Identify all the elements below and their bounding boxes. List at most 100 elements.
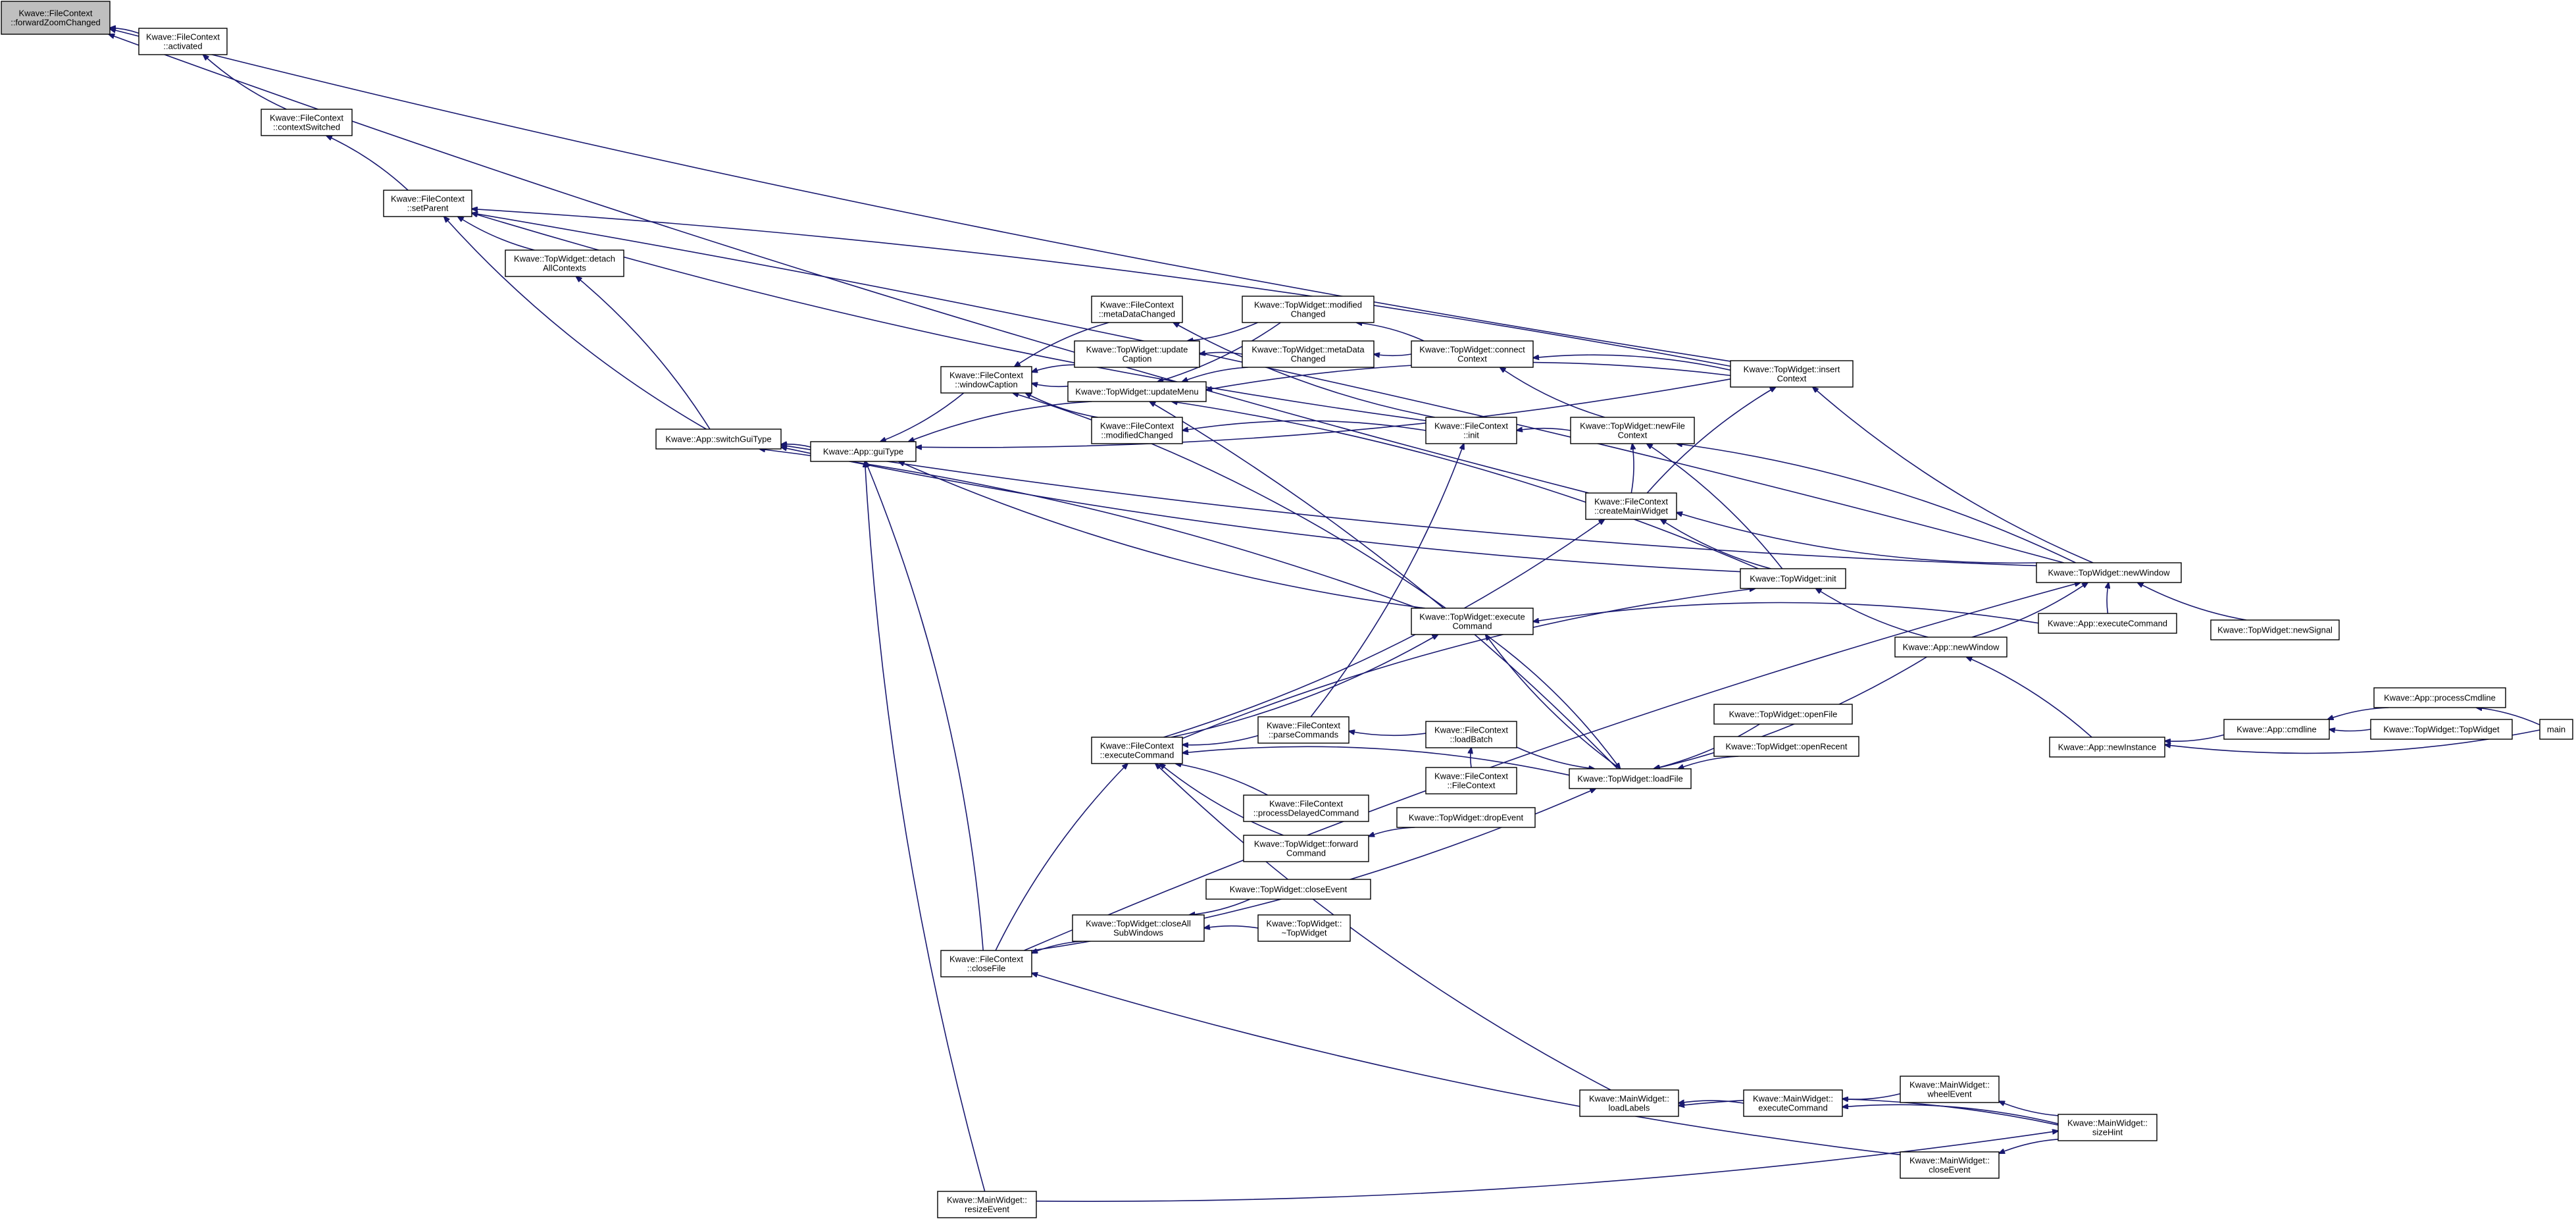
node-labels[interactable]: Kwave::MainWidget::loadLabels: [1579, 1089, 1679, 1117]
node-fexec[interactable]: Kwave::FileContext::executeCommand: [1091, 737, 1183, 764]
node-box-modc[interactable]: [1091, 417, 1183, 444]
node-lbatch[interactable]: Kwave::FileContext::loadBatch: [1425, 721, 1517, 748]
node-newwin[interactable]: Kwave::TopWidget::newWindow: [2036, 562, 2182, 583]
node-tmod[interactable]: Kwave::TopWidget::modifiedChanged: [1242, 296, 1375, 323]
node-box-upmenu[interactable]: [1067, 381, 1207, 402]
node-appnewwin[interactable]: Kwave::App::newWindow: [1894, 636, 2008, 658]
node-openfile[interactable]: Kwave::TopWidget::openFile: [1713, 704, 1853, 725]
node-box-gui[interactable]: [810, 441, 917, 462]
node-box-switch[interactable]: [655, 429, 782, 450]
node-drop[interactable]: Kwave::TopWidget::dropEvent: [1396, 807, 1536, 828]
node-box-loadfile[interactable]: [1569, 768, 1692, 789]
node-texec[interactable]: Kwave::TopWidget::executeCommand: [1411, 608, 1534, 635]
node-tclose[interactable]: Kwave::TopWidget::closeEvent: [1205, 879, 1371, 900]
node-box-newfc[interactable]: [1570, 417, 1695, 444]
node-cmw[interactable]: Kwave::FileContext::createMainWidget: [1585, 492, 1677, 520]
node-box-upcap[interactable]: [1074, 340, 1200, 368]
node-size[interactable]: Kwave::MainWidget::sizeHint: [2058, 1114, 2158, 1141]
node-box-fwd[interactable]: [1243, 835, 1369, 862]
node-mdc[interactable]: Kwave::FileContext::metaDataChanged: [1091, 296, 1183, 323]
node-box-cmw[interactable]: [1585, 492, 1677, 520]
node-appexec[interactable]: Kwave::App::executeCommand: [2038, 613, 2177, 634]
node-box-finit[interactable]: [1425, 417, 1517, 444]
node-newsig[interactable]: Kwave::TopWidget::newSignal: [2210, 619, 2340, 640]
node-parse[interactable]: Kwave::FileContext::parseCommands: [1257, 716, 1350, 744]
node-tinit[interactable]: Kwave::TopWidget::init: [1740, 568, 1846, 589]
node-box-labels[interactable]: [1579, 1089, 1679, 1117]
node-box-tmeta[interactable]: [1242, 340, 1375, 368]
node-gui[interactable]: Kwave::App::guiType: [810, 441, 917, 462]
node-box-tinit[interactable]: [1740, 568, 1846, 589]
node-modc[interactable]: Kwave::FileContext::modifiedChanged: [1091, 417, 1183, 444]
node-box-ctx[interactable]: [261, 109, 353, 136]
node-box-lbatch[interactable]: [1425, 721, 1517, 748]
node-box-tclose[interactable]: [1205, 879, 1371, 900]
node-mexec[interactable]: Kwave::MainWidget::executeCommand: [1743, 1089, 1843, 1117]
node-ttw[interactable]: Kwave::TopWidget::TopWidget: [2370, 719, 2513, 740]
node-box-fcctor[interactable]: [1425, 767, 1517, 794]
node-box-resize[interactable]: [937, 1191, 1037, 1218]
node-box-appexec[interactable]: [2038, 613, 2177, 634]
node-box-wcap[interactable]: [940, 366, 1032, 394]
node-fclose[interactable]: Kwave::FileContext::closeFile: [940, 950, 1032, 977]
node-newinst[interactable]: Kwave::App::newInstance: [2049, 737, 2165, 758]
node-loadfile[interactable]: Kwave::TopWidget::loadFile: [1569, 768, 1692, 789]
node-box-newwin[interactable]: [2036, 562, 2182, 583]
node-box-fzc[interactable]: [1, 1, 111, 35]
node-upmenu[interactable]: Kwave::TopWidget::updateMenu: [1067, 381, 1207, 402]
node-fcctor[interactable]: Kwave::FileContext::FileContext: [1425, 767, 1517, 794]
node-box-openfile[interactable]: [1713, 704, 1853, 725]
node-box-fclose[interactable]: [940, 950, 1032, 977]
node-box-dtor[interactable]: [1257, 914, 1351, 942]
node-box-wheel[interactable]: [1900, 1076, 2000, 1103]
node-pdc[interactable]: Kwave::FileContext::processDelayedComman…: [1243, 794, 1369, 822]
node-ctx[interactable]: Kwave::FileContext::contextSwitched: [261, 109, 353, 136]
node-box-fexec[interactable]: [1091, 737, 1183, 764]
node-cmdline[interactable]: Kwave::App::cmdline: [2223, 719, 2330, 740]
node-fzc[interactable]: Kwave::FileContext::forwardZoomChanged: [1, 1, 111, 35]
node-box-drop[interactable]: [1396, 807, 1536, 828]
node-act[interactable]: Kwave::FileContext::activated: [138, 28, 228, 55]
node-box-texec[interactable]: [1411, 608, 1534, 635]
node-wcap[interactable]: Kwave::FileContext::windowCaption: [940, 366, 1032, 394]
node-box-pdc[interactable]: [1243, 794, 1369, 822]
node-box-parse[interactable]: [1257, 716, 1350, 744]
node-finit[interactable]: Kwave::FileContext::init: [1425, 417, 1517, 444]
node-dtor[interactable]: Kwave::TopWidget::~TopWidget: [1257, 914, 1351, 942]
node-main[interactable]: main: [2539, 719, 2573, 740]
node-openrecent[interactable]: Kwave::TopWidget::openRecent: [1713, 736, 1859, 757]
node-spar[interactable]: Kwave::FileContext::setParent: [383, 190, 472, 217]
node-wheel[interactable]: Kwave::MainWidget::wheelEvent: [1900, 1076, 2000, 1103]
node-box-ttw[interactable]: [2370, 719, 2513, 740]
node-box-newsig[interactable]: [2210, 619, 2340, 640]
node-box-conn[interactable]: [1411, 340, 1534, 368]
node-resize[interactable]: Kwave::MainWidget::resizeEvent: [937, 1191, 1037, 1218]
node-box-mexec[interactable]: [1743, 1089, 1843, 1117]
node-box-mdc[interactable]: [1091, 296, 1183, 323]
node-box-act[interactable]: [138, 28, 228, 55]
node-box-cmdline[interactable]: [2223, 719, 2330, 740]
node-box-size[interactable]: [2058, 1114, 2158, 1141]
node-box-main[interactable]: [2539, 719, 2573, 740]
node-switch[interactable]: Kwave::App::switchGuiType: [655, 429, 782, 450]
node-tmeta[interactable]: Kwave::TopWidget::metaDataChanged: [1242, 340, 1375, 368]
node-box-mclose[interactable]: [1900, 1151, 2000, 1179]
node-box-proc[interactable]: [2373, 687, 2506, 708]
node-box-detach[interactable]: [505, 249, 624, 277]
node-proc[interactable]: Kwave::App::processCmdline: [2373, 687, 2506, 708]
node-mclose[interactable]: Kwave::MainWidget::closeEvent: [1900, 1151, 2000, 1179]
node-box-newinst[interactable]: [2049, 737, 2165, 758]
node-box-openrecent[interactable]: [1713, 736, 1859, 757]
node-box-closeall[interactable]: [1072, 914, 1205, 942]
node-box-tmod[interactable]: [1242, 296, 1375, 323]
node-box-appnewwin[interactable]: [1894, 636, 2008, 658]
node-box-spar[interactable]: [383, 190, 472, 217]
node-box-insert[interactable]: [1730, 360, 1854, 388]
